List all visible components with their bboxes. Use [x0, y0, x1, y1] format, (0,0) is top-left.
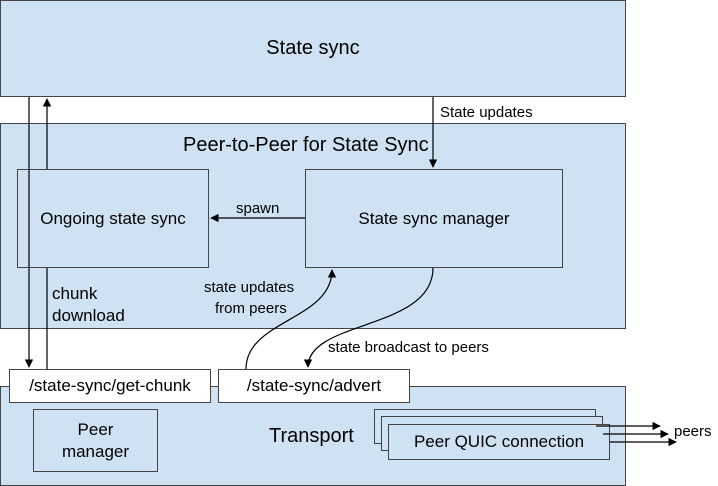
state-updates-from-peers-label-line2: from peers — [215, 300, 287, 317]
get-chunk-endpoint-label: /state-sync/get-chunk — [29, 376, 191, 395]
state-broadcast-label: state broadcast to peers — [328, 339, 489, 356]
ongoing-state-sync-box: Ongoing state sync — [17, 169, 209, 268]
state-broadcast-arrow — [303, 267, 434, 368]
advert-endpoint-box: /state-sync/advert — [218, 369, 410, 403]
peer-manager-label-line2: manager — [61, 441, 130, 461]
p2p-title: Peer-to-Peer for State Sync — [183, 134, 429, 156]
state-sync-manager-label: State sync manager — [358, 208, 510, 228]
chunk-download-label-line2: download — [52, 306, 125, 325]
get-chunk-endpoint-box: /state-sync/get-chunk — [9, 369, 211, 403]
quic-connection-box: Peer QUIC connection — [388, 424, 610, 460]
state-sync-box: State sync — [0, 0, 626, 97]
state-updates-from-peers-arrow — [245, 269, 337, 370]
transport-title: Transport — [269, 425, 354, 447]
peer-manager-label-line1: Peer — [77, 419, 114, 439]
peers-label: peers — [674, 423, 712, 440]
state-updates-from-peers-label-line1: state updates — [204, 279, 295, 296]
state-updates-label: State updates — [440, 104, 533, 121]
advert-endpoint-label: /state-sync/advert — [246, 376, 382, 395]
chunk-download-label-line1: chunk — [52, 284, 98, 303]
ongoing-state-sync-label: Ongoing state sync — [40, 208, 186, 228]
state-sync-title: State sync — [266, 37, 360, 59]
peer-manager-box: Peer manager — [33, 409, 158, 472]
spawn-label: spawn — [236, 200, 280, 217]
quic-connection-label: Peer QUIC connection — [413, 432, 585, 451]
state-sync-manager-box: State sync manager — [305, 169, 563, 268]
